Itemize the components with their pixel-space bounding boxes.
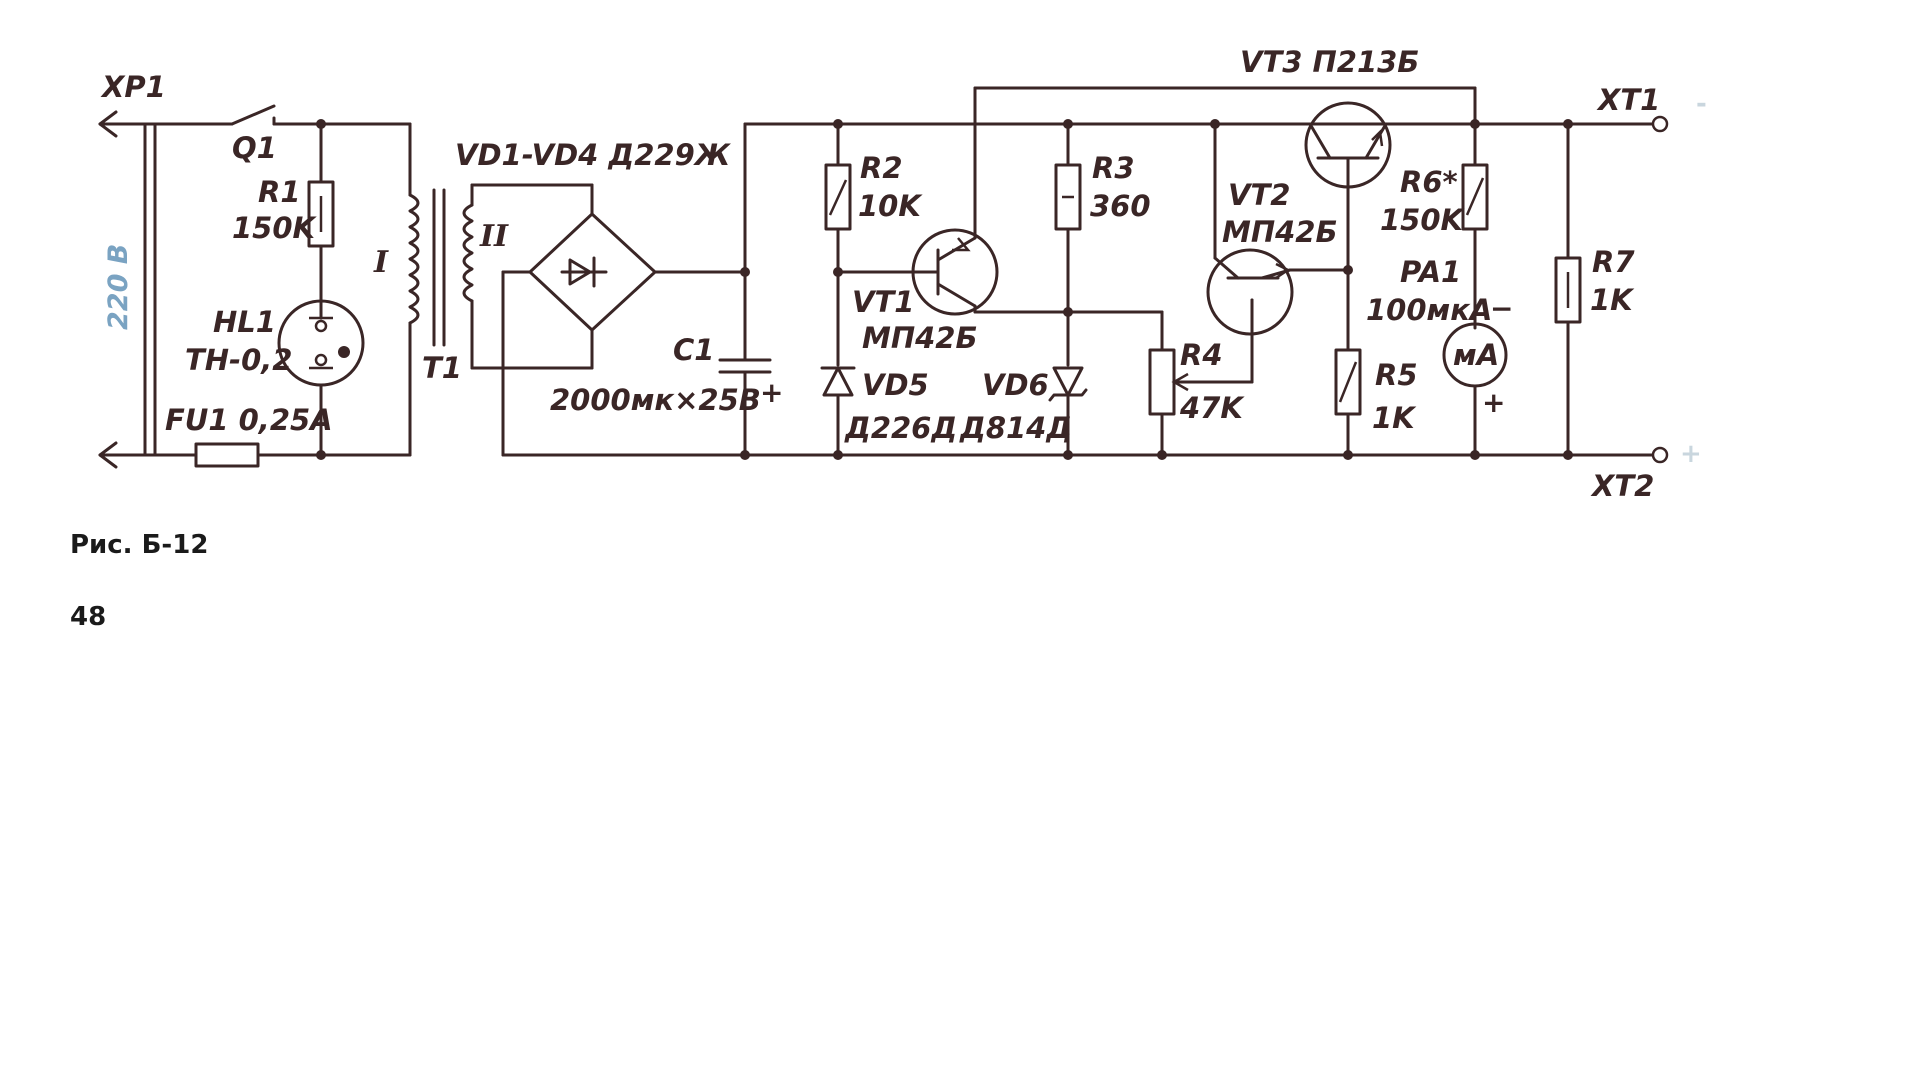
label-vd6-value: Д814Д xyxy=(959,411,1072,445)
resistor-r3 xyxy=(1054,122,1082,367)
zener-vd6 xyxy=(1048,366,1088,457)
switch-q1 xyxy=(143,104,412,126)
label-xp1: XP1 xyxy=(100,70,166,104)
terminal-xt1-faint-mark: - xyxy=(1696,89,1707,119)
diode-bridge-vd1-vd4 xyxy=(501,183,747,457)
label-pa1-minus: − xyxy=(1490,292,1513,325)
resistor-r7 xyxy=(1554,122,1582,457)
label-mains-voltage: 220 B xyxy=(103,244,134,330)
resistor-r1 xyxy=(307,122,335,320)
vt3-base-wire xyxy=(973,86,1477,126)
page-number: 48 xyxy=(70,602,106,632)
transistor-vt1 xyxy=(836,86,1070,316)
label-vt2-value: МП42Б xyxy=(1222,215,1338,249)
fuse-fu1 xyxy=(143,442,412,468)
label-r4-value: 47K xyxy=(1179,391,1245,425)
resistor-r2 xyxy=(824,122,852,367)
terminal-xt2 xyxy=(1651,446,1669,464)
positive-rail-top xyxy=(743,122,1654,274)
label-r1-value: 150K xyxy=(232,211,318,245)
neon-lamp-hl1 xyxy=(277,299,365,457)
label-c1-plus: + xyxy=(760,376,783,409)
label-r1: R1 xyxy=(258,175,301,209)
transformer-t1 xyxy=(408,122,594,457)
label-vd5-value: Д226Д xyxy=(844,411,957,445)
label-vt2: VT2 xyxy=(1228,178,1290,212)
transistor-vt3 xyxy=(1304,101,1392,272)
label-r3-value: 360 xyxy=(1090,189,1151,223)
terminal-xt2-faint-mark: + xyxy=(1680,439,1702,469)
label-hl1-value: TH-0,2 xyxy=(185,343,292,377)
label-r4: R4 xyxy=(1180,338,1223,372)
label-fu1: FU1 0,25A xyxy=(165,403,333,437)
label-r7-value: 1K xyxy=(1590,283,1635,317)
label-vd6: VD6 xyxy=(982,368,1049,402)
label-vt1: VT1 xyxy=(852,285,914,319)
label-xt1: XT1 xyxy=(1596,83,1660,117)
label-r2-value: 10K xyxy=(858,189,923,223)
label-hl1: HL1 xyxy=(213,305,276,339)
capacitor-c1 xyxy=(718,270,772,457)
label-r5-value: 1K xyxy=(1372,401,1417,435)
label-vt3: VT3 П213Б xyxy=(1240,45,1419,79)
label-t1: T1 xyxy=(422,351,462,385)
label-meter-unit: мА xyxy=(1453,338,1499,372)
label-c1: C1 xyxy=(673,333,714,367)
figure-caption: Рис. Б-12 xyxy=(70,530,208,560)
label-r7: R7 xyxy=(1592,245,1635,279)
label-c1-value: 2000мк×25B xyxy=(550,383,761,417)
microammeter-pa1 xyxy=(1442,322,1508,457)
label-q1: Q1 xyxy=(232,131,277,165)
label-vd1-vd4: VD1-VD4 Д229Ж xyxy=(455,138,732,172)
potentiometer-r4 xyxy=(1066,298,1254,457)
resistor-r5 xyxy=(1334,268,1362,457)
label-vd5: VD5 xyxy=(862,368,929,402)
label-pa1-value: 100мкА xyxy=(1366,293,1492,327)
transistor-vt2 xyxy=(1206,122,1350,336)
label-vt1-value: МП42Б xyxy=(862,321,978,355)
label-r6: R6* xyxy=(1400,165,1458,199)
label-winding-2: II xyxy=(479,219,509,254)
label-r6-value: 150K xyxy=(1380,203,1466,237)
label-r3: R3 xyxy=(1092,151,1135,185)
label-winding-1: I xyxy=(373,245,389,280)
label-pa1-plus: + xyxy=(1482,386,1505,419)
mains-plug-xp1 xyxy=(98,110,157,469)
label-r5: R5 xyxy=(1375,358,1418,392)
resistor-r6 xyxy=(1461,122,1489,330)
label-pa1: PA1 xyxy=(1400,255,1461,289)
label-xt2: XT2 xyxy=(1590,469,1654,503)
label-r2: R2 xyxy=(860,151,903,185)
diode-vd5 xyxy=(820,366,856,457)
terminal-xt1 xyxy=(1651,115,1669,133)
